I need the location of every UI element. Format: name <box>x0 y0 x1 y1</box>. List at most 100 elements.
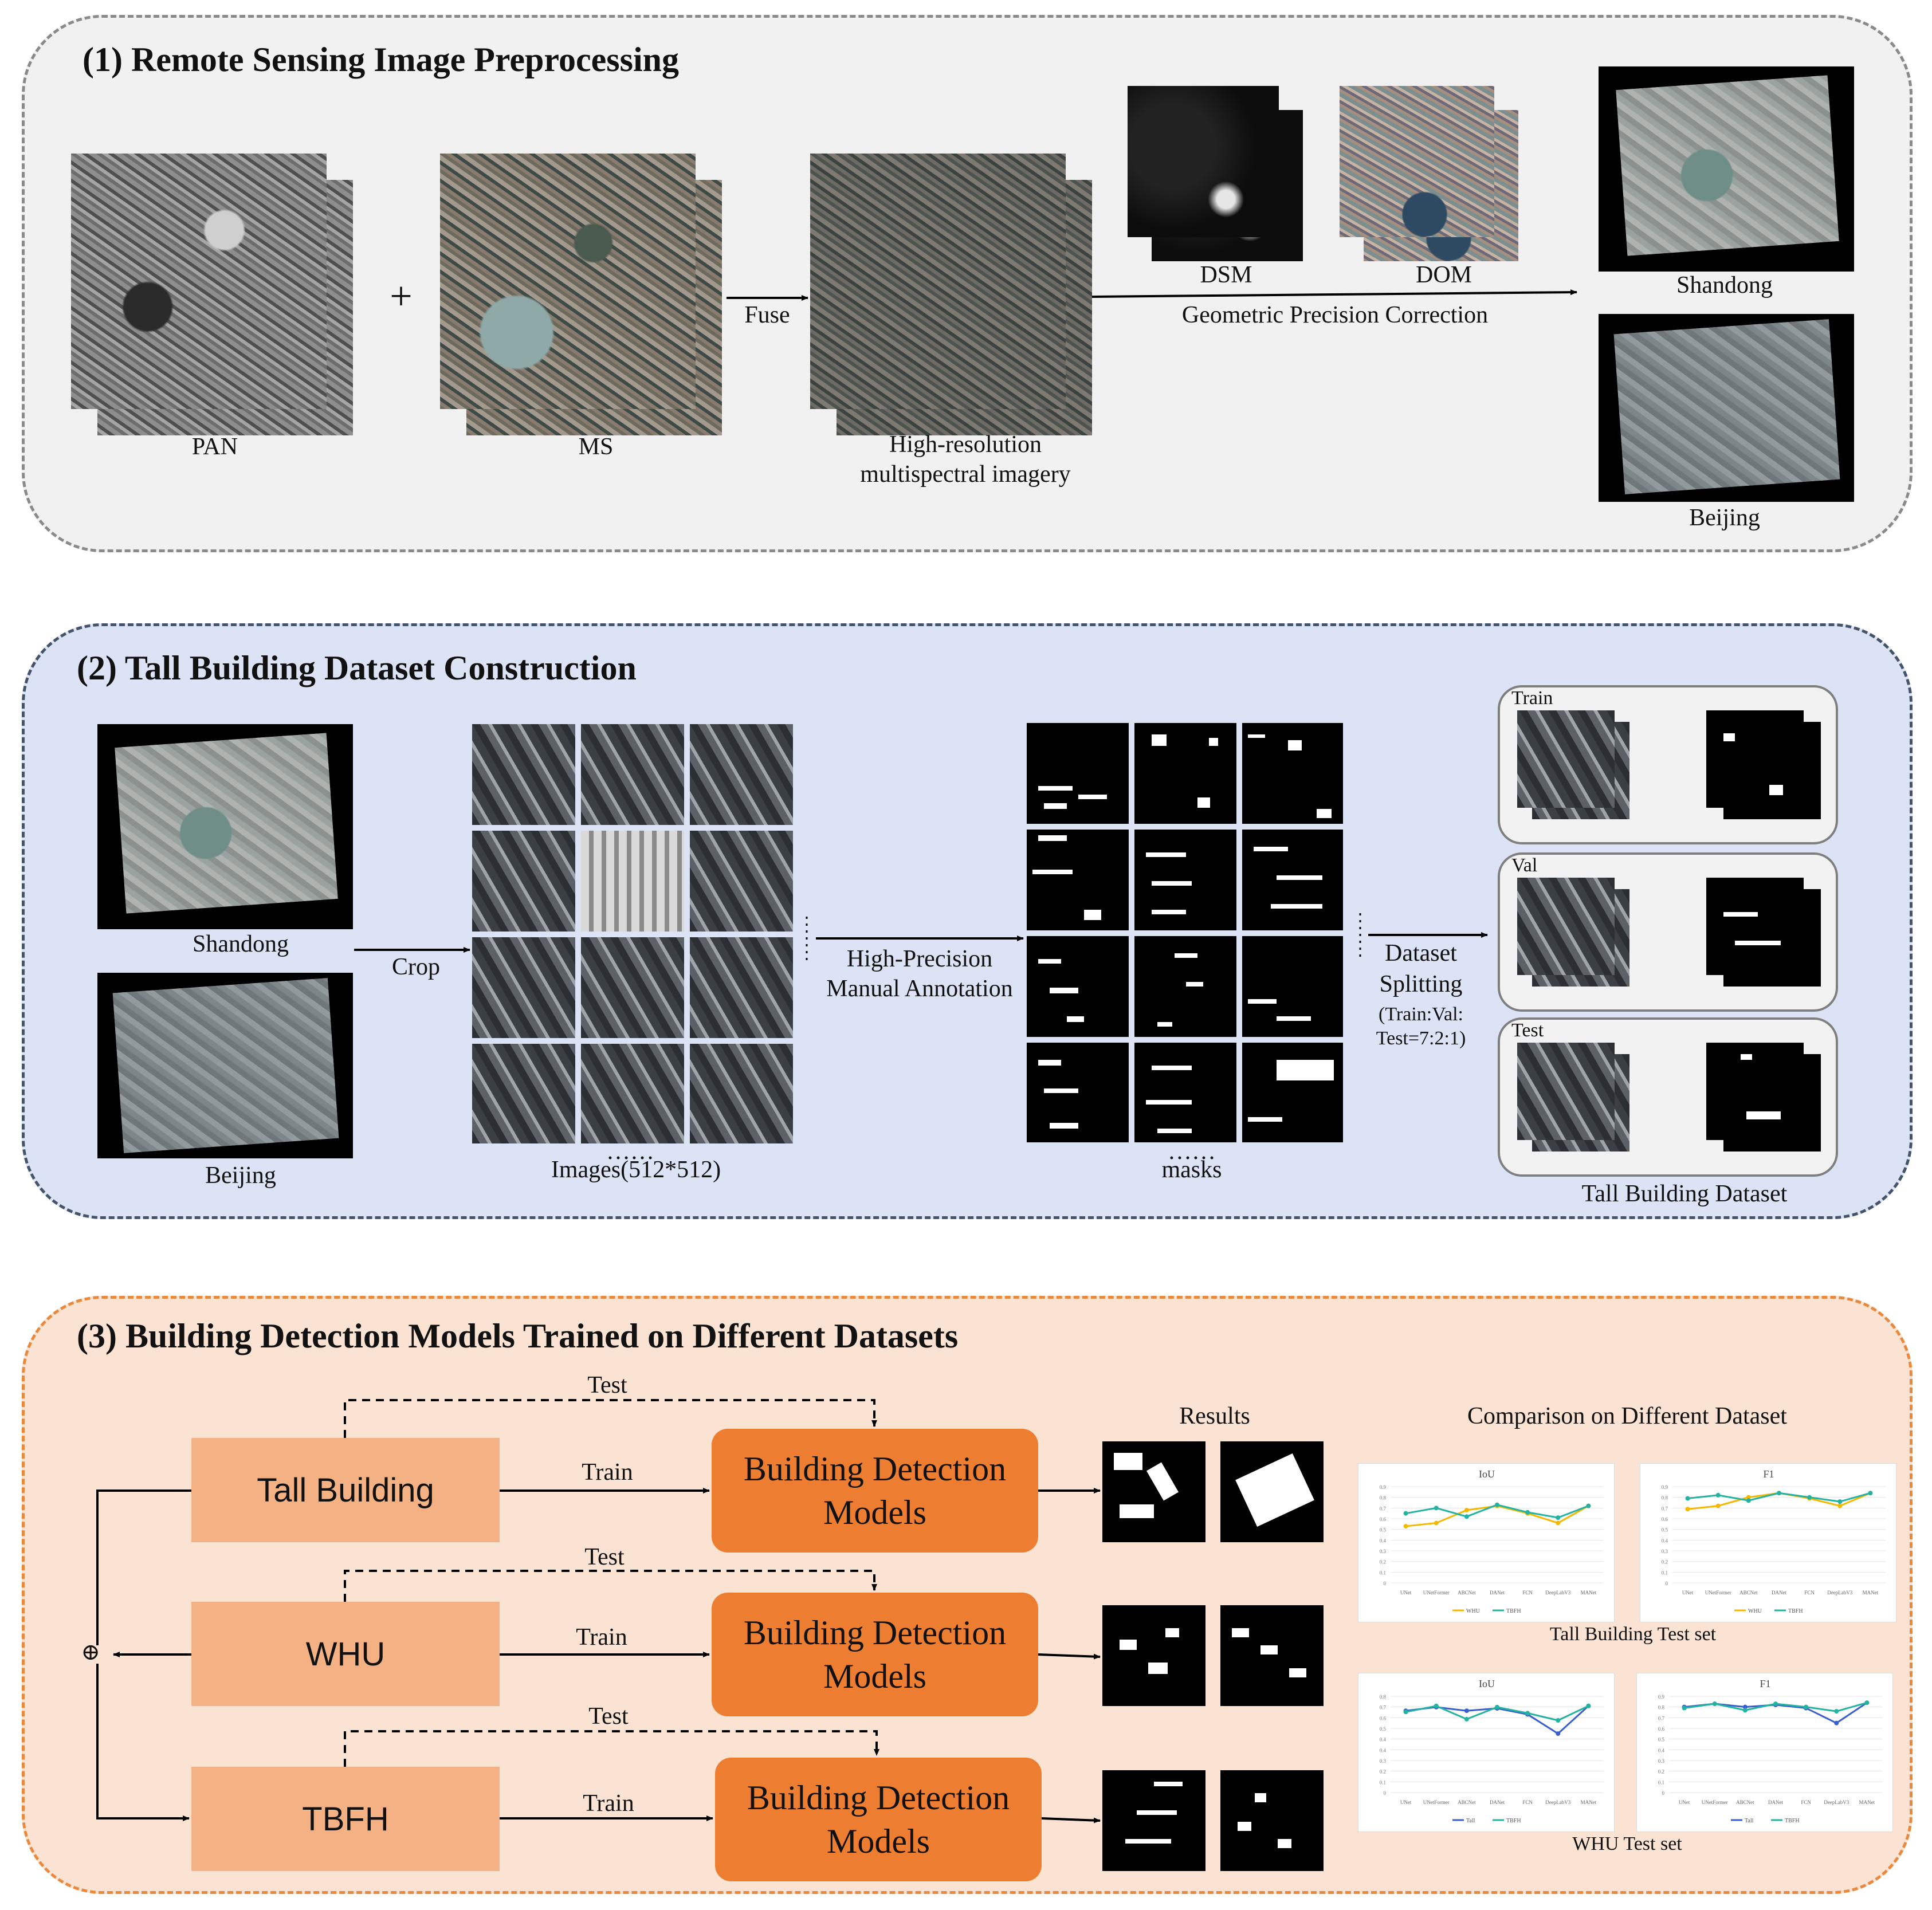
tbfh-box-label: TBFH <box>302 1800 389 1838</box>
data-point <box>1834 1709 1839 1714</box>
x-tick-label: FCN <box>1801 1799 1811 1805</box>
x-tick-label: DeepLabV3 <box>1545 1799 1570 1805</box>
panel2-title: (2) Tall Building Dataset Construction <box>77 649 637 687</box>
model-tbfh-line1: Building Detection <box>747 1779 1010 1817</box>
test-label-row2: Test <box>584 1544 625 1570</box>
y-tick-label: 0.4 <box>1380 1747 1387 1753</box>
data-point <box>1434 1506 1439 1511</box>
split-line4: Test=7:2:1) <box>1376 1028 1466 1049</box>
y-tick-label: 0.3 <box>1662 1549 1668 1554</box>
x-tick-label: ABCNet <box>1458 1799 1476 1805</box>
result-arrow-tbfh <box>1041 1817 1101 1823</box>
train-label: Train <box>1511 687 1553 709</box>
data-point <box>1746 1498 1751 1503</box>
result-arrow-whu <box>1038 1653 1101 1660</box>
legend-label: TBFH <box>1506 1608 1521 1614</box>
image-tiles-grid <box>472 724 793 1143</box>
data-point <box>1556 1520 1561 1526</box>
y-tick-label: 0.5 <box>1380 1527 1387 1533</box>
shandong-label: Shandong <box>1676 272 1773 298</box>
x-tick-label: ABCNet <box>1736 1799 1754 1805</box>
x-tick-label: UNet <box>1682 1590 1694 1595</box>
test-label-row1: Test <box>587 1372 627 1398</box>
x-tick-label: MANet <box>1581 1590 1597 1595</box>
y-tick-label: 0.1 <box>1380 1570 1386 1575</box>
masks-label: masks <box>1161 1157 1222 1183</box>
model-whu-line2: Models <box>823 1657 926 1695</box>
y-tick-label: 0.5 <box>1658 1737 1665 1743</box>
y-tick-label: 0.1 <box>1662 1570 1668 1575</box>
data-point <box>1773 1701 1778 1707</box>
x-tick-label: UNetFormer <box>1705 1590 1731 1595</box>
x-tick-label: FCN <box>1522 1799 1533 1805</box>
p2-beijing-label: Beijing <box>205 1162 276 1189</box>
plus-sign: + <box>390 274 413 319</box>
beijing-corrected-image <box>1599 314 1854 502</box>
mask-tiles-grid <box>1027 723 1343 1142</box>
y-tick-label: 0.3 <box>1380 1549 1387 1554</box>
y-tick-label: 0.8 <box>1380 1694 1387 1700</box>
x-tick-label: UNetFormer <box>1423 1590 1450 1595</box>
gpc-arrow <box>1091 289 1577 298</box>
data-point <box>1682 1705 1687 1711</box>
val-split-box: Val <box>1498 852 1838 1012</box>
y-tick-label: 0.9 <box>1380 1484 1387 1490</box>
x-tick-label: DeepLabV3 <box>1824 1799 1849 1805</box>
result-mask-tbfh-2 <box>1220 1770 1324 1871</box>
y-tick-label: 0.8 <box>1662 1495 1668 1501</box>
y-tick-label: 0.6 <box>1662 1516 1668 1522</box>
y-tick-label: 0.9 <box>1662 1484 1668 1490</box>
y-tick-label: 0.3 <box>1658 1758 1665 1764</box>
data-point <box>1556 1515 1561 1520</box>
data-point <box>1464 1514 1469 1519</box>
y-tick-label: 0.7 <box>1380 1705 1387 1711</box>
shandong-source-image <box>97 724 353 929</box>
y-tick-label: 0.4 <box>1380 1538 1387 1543</box>
result-mask-whu-1 <box>1102 1605 1205 1706</box>
x-tick-label: DANet <box>1490 1590 1505 1595</box>
gpc-label: Geometric Precision Correction <box>1181 302 1489 328</box>
annotation-line2: Manual Annotation <box>826 976 1013 1002</box>
legend-label: Tall <box>1745 1818 1754 1824</box>
result-mask-whu-2 <box>1220 1605 1324 1706</box>
x-tick-label: DeepLabV3 <box>1545 1590 1570 1595</box>
x-tick-label: FCN <box>1522 1590 1533 1595</box>
y-tick-label: 0.5 <box>1380 1726 1387 1732</box>
legend-label: TBFH <box>1785 1818 1800 1824</box>
x-tick-label: ABCNet <box>1458 1590 1476 1595</box>
y-tick-label: 0 <box>1666 1581 1668 1586</box>
legend-label: TBFH <box>1788 1608 1803 1614</box>
data-point <box>1742 1708 1748 1713</box>
chart-title: IoU <box>1479 1468 1495 1480</box>
y-tick-label: 0.5 <box>1662 1527 1668 1533</box>
tall-to-oplus-line <box>96 1490 191 1645</box>
train-label-row2: Train <box>576 1624 627 1650</box>
beijing-source-image <box>97 973 353 1158</box>
ms-image <box>440 154 696 409</box>
data-point <box>1464 1708 1469 1714</box>
model-tall-line2: Models <box>823 1494 926 1531</box>
data-point <box>1556 1731 1561 1736</box>
dsm-image <box>1128 86 1279 237</box>
data-point <box>1556 1718 1561 1723</box>
data-point <box>1742 1704 1748 1709</box>
data-point <box>1403 1524 1408 1529</box>
data-point <box>1464 1508 1469 1513</box>
panel1-title: (1) Remote Sensing Image Preprocessing <box>83 41 679 78</box>
comparison-label: Comparison on Different Dataset <box>1467 1403 1787 1429</box>
x-tick-label: FCN <box>1804 1590 1815 1595</box>
data-point <box>1403 1511 1408 1516</box>
tall-building-dataset-label: Tall Building Dataset <box>1581 1181 1788 1207</box>
x-tick-label: UNet <box>1679 1799 1690 1805</box>
data-point <box>1712 1701 1717 1707</box>
chart-title: F1 <box>1763 1468 1774 1480</box>
x-tick-label: UNet <box>1400 1590 1412 1595</box>
data-point <box>1434 1703 1439 1708</box>
data-point <box>1464 1716 1469 1722</box>
y-tick-label: 0.8 <box>1658 1705 1665 1711</box>
images-label: Images(512*512) <box>551 1157 721 1183</box>
